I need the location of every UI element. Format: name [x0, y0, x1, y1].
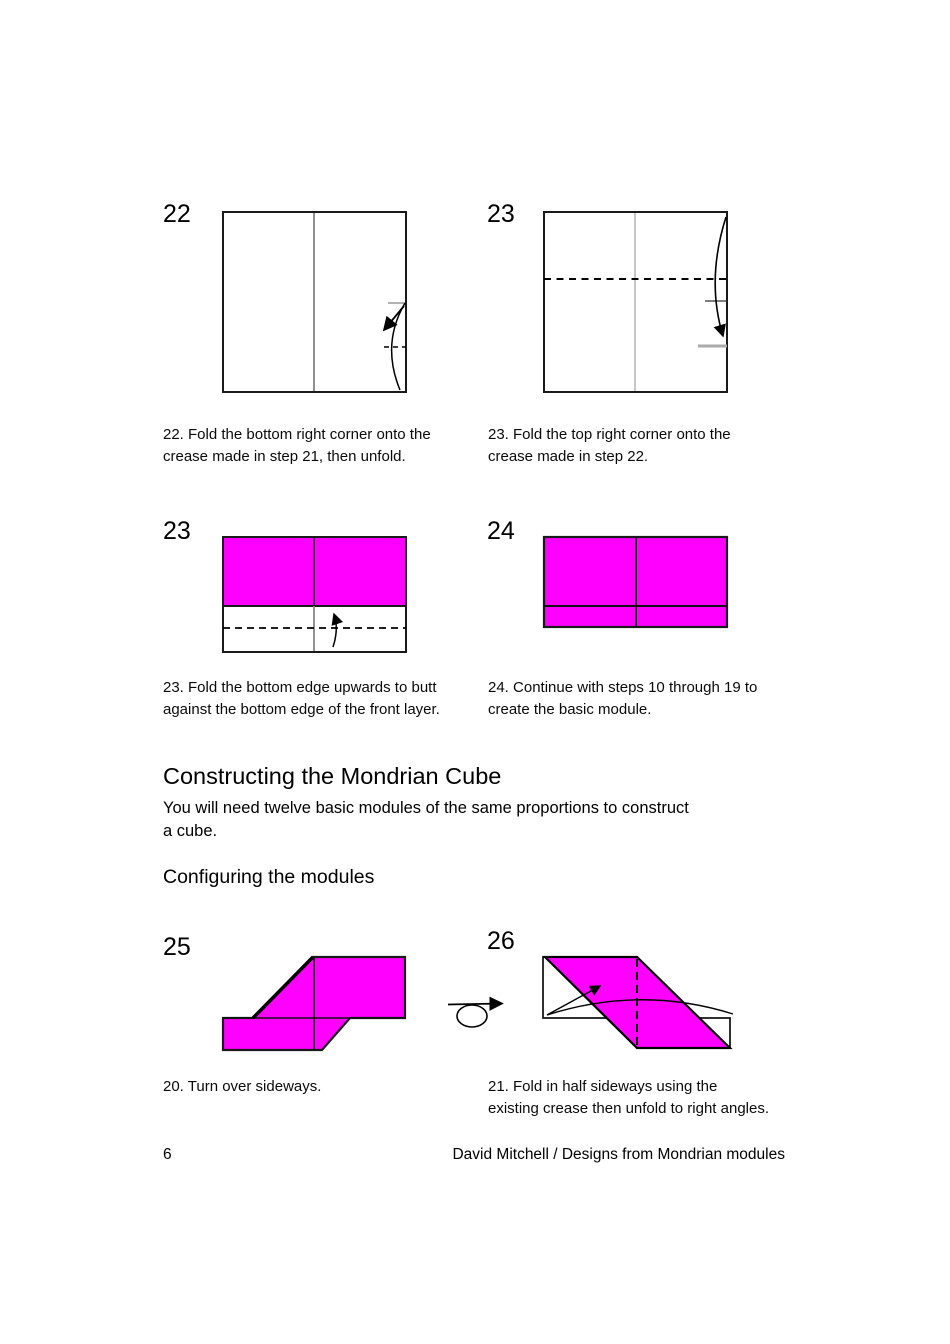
step-26-caption: 21. Fold in half sideways using the exis… — [488, 1078, 770, 1117]
section-title: Constructing the Mondrian Cube — [163, 763, 502, 789]
step-24-number: 24 — [487, 517, 515, 545]
step-23b-number: 23 — [163, 517, 191, 545]
step-23b-caption: 23. Fold the bottom edge upwards to butt… — [163, 679, 440, 718]
subsection-title: Configuring the modules — [163, 866, 375, 888]
footer-page-number: 6 — [163, 1146, 172, 1163]
step-26-number: 26 — [487, 927, 515, 955]
step-25-caption: 20. Turn over sideways. — [163, 1078, 322, 1095]
turn-over-icon — [447, 996, 504, 1028]
step-22-caption: 22. Fold the bottom right corner onto th… — [163, 426, 431, 465]
step-26-diagram — [542, 955, 734, 1050]
step-25-number: 25 — [163, 933, 191, 961]
step-25-diagram — [221, 955, 407, 1052]
step-24-diagram — [542, 535, 729, 629]
step-24-caption: 24. Continue with steps 10 through 19 to… — [488, 679, 758, 718]
step-23b-diagram — [222, 536, 407, 653]
section-intro: You will need twelve basic modules of th… — [163, 799, 689, 840]
step-23a-number: 23 — [487, 200, 515, 228]
footer-credit: David Mitchell / Designs from Mondrian m… — [452, 1146, 785, 1163]
step-22-diagram — [222, 211, 407, 393]
step-23a-caption: 23. Fold the top right corner onto the c… — [488, 426, 731, 465]
step-23a-diagram — [543, 211, 728, 393]
step-22-number: 22 — [163, 200, 191, 228]
